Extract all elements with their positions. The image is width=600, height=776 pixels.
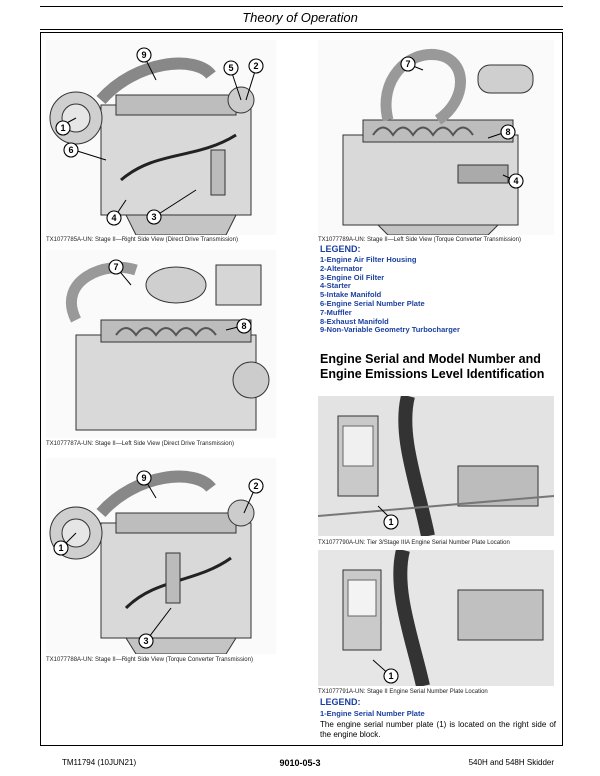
svg-text:3: 3 bbox=[151, 212, 156, 222]
svg-text:4: 4 bbox=[513, 176, 518, 186]
figure1-caption: TX1077785A-UN: Stage II—Right Side View … bbox=[46, 237, 238, 243]
legend-item: 9-Non-Variable Geometry Turbocharger bbox=[320, 325, 460, 335]
figure-right-side-direct-drive: 1 2 3 4 5 6 9 bbox=[46, 40, 276, 235]
legend-title: LEGEND: bbox=[320, 244, 361, 254]
figure5-caption: TX1077790A-UN: Tier 3/Stage IIIA Engine … bbox=[318, 540, 510, 546]
figure3-callouts: 7 8 bbox=[108, 259, 252, 334]
figure-left-side-torque-converter: 7 8 4 bbox=[318, 40, 554, 235]
svg-text:8: 8 bbox=[505, 127, 510, 137]
figure1-callouts: 1 2 3 4 5 6 9 bbox=[55, 47, 264, 226]
svg-text:1: 1 bbox=[58, 543, 63, 553]
header-rule-top bbox=[40, 6, 563, 7]
figure6-callouts: 1 bbox=[383, 668, 399, 684]
header-rule-bottom bbox=[40, 29, 563, 30]
svg-text:1: 1 bbox=[388, 671, 393, 681]
svg-text:7: 7 bbox=[405, 59, 410, 69]
svg-text:2: 2 bbox=[253, 481, 258, 491]
figure5-callouts: 1 bbox=[383, 514, 399, 530]
legend-item: 8-Exhaust Manifold bbox=[320, 316, 389, 326]
svg-text:9: 9 bbox=[141, 50, 146, 60]
section-title: Engine Serial and Model Number and Engin… bbox=[320, 352, 545, 381]
footer-right: 540H and 548H Skidder bbox=[468, 758, 554, 767]
svg-text:1: 1 bbox=[388, 517, 393, 527]
legend-item: 5-Intake Manifold bbox=[320, 290, 382, 300]
figure-tier3-serial-plate: 1 bbox=[318, 396, 554, 536]
footer-left: TM11794 (10JUN21) bbox=[62, 758, 137, 767]
footer-center: 9010-05-3 bbox=[279, 758, 321, 768]
svg-text:9: 9 bbox=[141, 473, 146, 483]
figure2-callouts: 7 8 4 bbox=[400, 56, 524, 189]
figure4-caption: TX1077788A-UN: Stage II—Right Side View … bbox=[46, 657, 253, 663]
svg-text:5: 5 bbox=[228, 63, 233, 73]
figure3-caption: TX1077787A-UN: Stage II—Left Side View (… bbox=[46, 441, 234, 447]
legend-item: 2-Alternator bbox=[320, 263, 363, 273]
content-frame bbox=[40, 32, 563, 746]
legend2-item: 1-Engine Serial Number Plate bbox=[320, 709, 425, 718]
legend-item: 6-Engine Serial Number Plate bbox=[320, 298, 425, 308]
legend-item: 1-Engine Air Filter Housing bbox=[320, 255, 417, 264]
svg-text:8: 8 bbox=[241, 321, 246, 331]
svg-text:3: 3 bbox=[143, 636, 148, 646]
figure4-callouts: 9 2 1 3 bbox=[53, 470, 264, 649]
callout-label: 1 bbox=[60, 123, 65, 133]
figure-right-side-torque-converter: 9 2 1 3 bbox=[46, 458, 276, 654]
figure-left-side-direct-drive: 7 8 bbox=[46, 250, 276, 438]
legend-list: 1-Engine Air Filter Housing 2-Alternator… bbox=[320, 255, 460, 335]
figure-stage2-serial-plate: 1 bbox=[318, 550, 554, 686]
svg-text:4: 4 bbox=[111, 213, 116, 223]
svg-text:7: 7 bbox=[113, 262, 118, 272]
legend-item: 7-Muffler bbox=[320, 307, 352, 317]
legend-item: 3-Engine Oil Filter bbox=[320, 272, 385, 282]
figure2-caption: TX1077789A-UN: Stage II—Left Side View (… bbox=[318, 237, 521, 243]
page-header: Theory of Operation bbox=[242, 10, 358, 25]
body-text: The engine serial number plate (1) is lo… bbox=[320, 720, 556, 739]
figure6-caption: TX1077791A-UN: Stage II Engine Serial Nu… bbox=[318, 689, 488, 695]
legend-item: 4-Starter bbox=[320, 281, 351, 291]
legend2-title: LEGEND: bbox=[320, 697, 361, 707]
svg-text:2: 2 bbox=[253, 61, 258, 71]
svg-text:6: 6 bbox=[68, 145, 73, 155]
